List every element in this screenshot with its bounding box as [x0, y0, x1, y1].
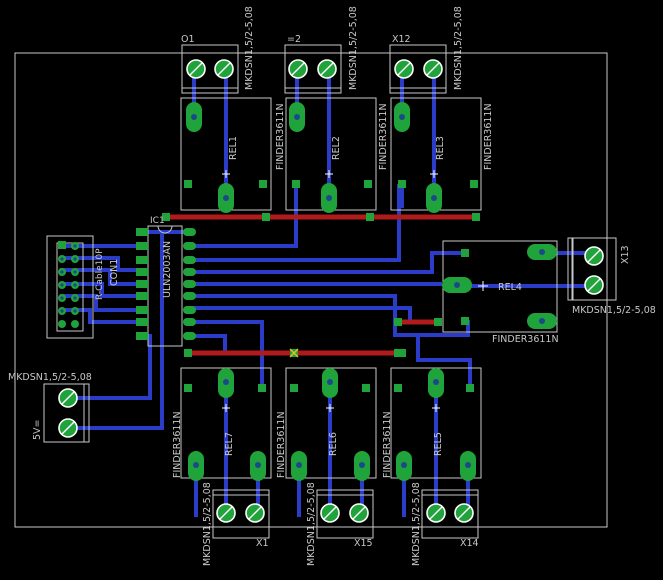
ic-ic1: IC1 ULN2003AN — [136, 216, 196, 347]
relay-rel5: REL5 FINDER3611N — [382, 367, 482, 481]
connector-power: MKDSN1,5/2-5,08 5V= — [8, 372, 92, 443]
connector-x14-name: X14 — [460, 538, 479, 549]
rail-pad — [472, 213, 480, 221]
connector-x15: X15 MKDSN1,5/2-5,08 — [306, 482, 374, 566]
relay-rel3-name: REL3 — [435, 136, 446, 160]
header-con1: CON1 R-Cable10P — [46, 235, 120, 339]
via-marker — [289, 348, 299, 358]
relay-rel7-name: REL7 — [224, 432, 235, 456]
connector-eq2: =2 MKDSN1,5/2-5,08 — [284, 6, 359, 94]
aux-pad — [434, 318, 442, 326]
connector-x15-name: X15 — [354, 538, 373, 549]
connector-x12-value: MKDSN1,5/2-5,08 — [453, 6, 464, 90]
relay-rel4: REL4 FINDER3611N — [442, 240, 559, 345]
relay-rel2: REL2 FINDER3611N — [285, 97, 389, 213]
connector-o1-name: O1 — [181, 34, 195, 45]
ic-ic1-value: ULN2003AN — [162, 241, 173, 298]
relay-rel7: REL7 FINDER3611N — [172, 367, 272, 481]
ic-ic1-name: IC1 — [150, 216, 165, 226]
rail-pad — [262, 213, 270, 221]
connector-x14-value: MKDSN1,5/2-5,08 — [411, 482, 422, 566]
header-con1-name: CON1 — [109, 259, 120, 286]
header-con1-value: R-Cable10P — [95, 248, 105, 300]
relay-rel2-value: FINDER3611N — [378, 103, 389, 170]
relay-rel1-value: FINDER3611N — [275, 103, 286, 170]
relay-rel3-value: FINDER3611N — [483, 103, 494, 170]
relay-rel1-name: REL1 — [228, 136, 239, 160]
relay-rel7-value: FINDER3611N — [172, 411, 183, 478]
rail-pad — [162, 213, 170, 221]
connector-power-value: MKDSN1,5/2-5,08 — [8, 372, 92, 383]
relay-rel6-value: FINDER3611N — [276, 411, 287, 478]
connector-x15-value: MKDSN1,5/2-5,08 — [306, 482, 317, 566]
connector-x1-value: MKDSN1,5/2-5,08 — [202, 482, 213, 566]
relay-rel3: REL3 FINDER3611N — [390, 97, 494, 213]
relay-rel4-name: REL4 — [498, 282, 522, 293]
connector-x12-name: X12 — [392, 34, 411, 45]
relay-rel4-value: FINDER3611N — [492, 334, 559, 345]
connector-o1-value: MKDSN1,5/2-5,08 — [244, 6, 255, 90]
connector-x12: X12 MKDSN1,5/2-5,08 — [389, 6, 464, 94]
connector-x1: X1 MKDSN1,5/2-5,08 — [202, 482, 270, 566]
connector-x13-value: MKDSN1,5/2-5,08 — [572, 305, 656, 316]
relay-rel5-value: FINDER3611N — [382, 411, 393, 478]
board-outline — [14, 52, 608, 528]
connector-x13-name: X13 — [620, 245, 631, 264]
relay-rel2-name: REL2 — [331, 136, 342, 160]
rail-pad — [394, 349, 402, 357]
connector-eq2-name: =2 — [287, 34, 301, 45]
relay-rel5-name: REL5 — [433, 432, 444, 456]
rail-pad — [184, 349, 192, 357]
connector-eq2-value: MKDSN1,5/2-5,08 — [348, 6, 359, 90]
connector-power-name: 5V= — [32, 419, 43, 440]
rail-pad — [366, 213, 374, 221]
connector-o1: O1 MKDSN1,5/2-5,08 — [181, 6, 255, 94]
relay-rel1: REL1 FINDER3611N — [180, 97, 286, 213]
relay-rel6: REL6 FINDER3611N — [276, 367, 377, 481]
connector-x14: X14 MKDSN1,5/2-5,08 — [411, 482, 479, 566]
connector-x1-name: X1 — [256, 538, 269, 549]
aux-pad — [394, 318, 402, 326]
relay-rel6-name: REL6 — [328, 432, 339, 456]
connector-x13: X13 MKDSN1,5/2-5,08 — [567, 237, 656, 316]
